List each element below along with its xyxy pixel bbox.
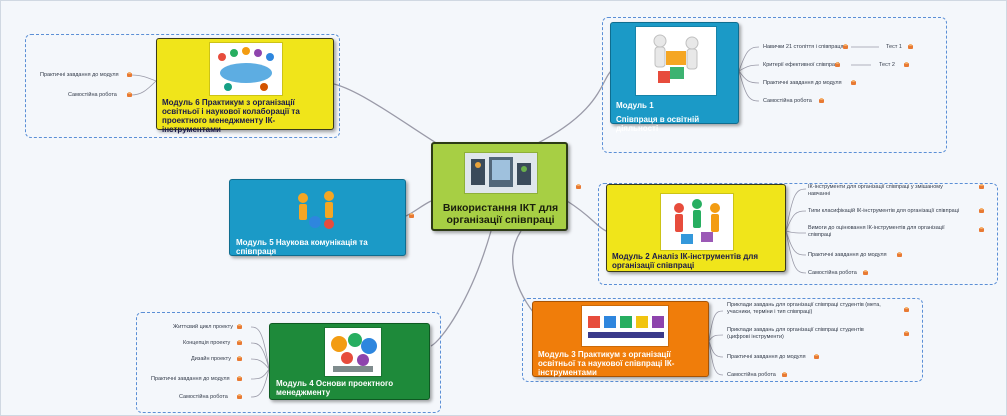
attachment-icon[interactable] [908, 44, 915, 49]
module6-node[interactable]: Модуль 6 Практикум з організації освітнь… [156, 38, 334, 134]
module3-item-4[interactable]: Самостійна робота [727, 372, 776, 378]
module1-item-2[interactable]: Критерії ефективної співпраці [763, 62, 840, 68]
team-puzzle-image [660, 193, 734, 251]
attachment-icon[interactable] [237, 376, 244, 381]
connector-module5 [405, 200, 432, 217]
module4-boundary [136, 312, 441, 413]
module6-item-2[interactable]: Самостійна робота [68, 92, 117, 98]
attachment-icon[interactable] [851, 80, 858, 85]
attachment-icon[interactable] [814, 354, 821, 359]
module2-item-4[interactable]: Практичні завдання до модуля [808, 252, 887, 258]
connector-module2 [566, 200, 607, 232]
attachment-icon[interactable] [576, 184, 583, 189]
module6-boundary [25, 34, 340, 138]
module2-item-5[interactable]: Самостійна робота [808, 270, 857, 276]
module3-item-3[interactable]: Практичні завдання до модуля [727, 354, 806, 360]
puzzle-people-image [635, 26, 717, 96]
attachment-icon[interactable] [979, 184, 986, 189]
digital-devices-image [464, 152, 538, 194]
module4-item-4[interactable]: Практичні завдання до модуля [151, 376, 230, 382]
attachment-icon[interactable] [819, 98, 826, 103]
module2-node[interactable]: Модуль 2 Аналіз ІК-інструментів для орга… [606, 184, 786, 272]
module2-item-3[interactable]: Вимоги до оцінювання ІК-інструментів для… [808, 225, 945, 238]
module1-title-line1: Модуль 1 [616, 101, 654, 110]
module3-item-2[interactable]: Приклади завдань для організації співпра… [727, 327, 864, 340]
module3-item-1[interactable]: Приклади завдань для організації співпра… [727, 302, 881, 315]
module1-item-1[interactable]: Навички 21 століття і співпраця [763, 44, 844, 50]
attachment-icon[interactable] [835, 62, 842, 67]
connector-module6 [333, 83, 442, 147]
attachment-icon[interactable] [897, 252, 904, 257]
central-title: Використання ІКТ для організації співпра… [442, 202, 559, 226]
attachment-icon[interactable] [409, 213, 416, 218]
module4-item-3[interactable]: Дизайн проекту [191, 356, 231, 362]
module4-item-1[interactable]: Життєвий цикл проекту [173, 324, 233, 330]
attachment-icon[interactable] [237, 394, 244, 399]
attachment-icon[interactable] [127, 92, 134, 97]
attachment-icon[interactable] [979, 208, 986, 213]
connector-module1 [535, 70, 612, 145]
attachment-icon[interactable] [904, 307, 911, 312]
teamwork-blocks-image [581, 305, 669, 347]
module5-node[interactable]: Модуль 5 Наукова комунікація та співпрац… [229, 179, 406, 256]
attachment-icon[interactable] [979, 227, 986, 232]
module2-boundary [598, 183, 998, 285]
attachment-icon[interactable] [904, 331, 911, 336]
module3-title: Модуль 3 Практикум з організації освітнь… [538, 350, 675, 377]
module4-title: Модуль 4 Основи проектного менеджменту [276, 379, 394, 397]
attachment-icon[interactable] [237, 356, 244, 361]
meeting-table-image [209, 42, 283, 96]
attachment-icon[interactable] [237, 340, 244, 345]
module4-item-5[interactable]: Самостійна робота [179, 394, 228, 400]
module1-item-4[interactable]: Самостійна робота [763, 98, 812, 104]
connector-module4 [430, 230, 492, 347]
module3-boundary [522, 298, 923, 382]
module1-test-1[interactable]: Тест 1 [886, 44, 902, 50]
module1-title-line2: Співпраця в освітній діяльності [616, 115, 700, 133]
module2-item-1[interactable]: ІК-інструменти для організації співпраці… [808, 184, 943, 197]
attachment-icon[interactable] [782, 372, 789, 377]
module1-node[interactable]: Модуль 1 Співпраця в освітній діяльності [610, 22, 739, 133]
attachment-icon[interactable] [843, 44, 850, 49]
module3-node[interactable]: Модуль 3 Практикум з організації освітнь… [532, 301, 709, 377]
module2-title: Модуль 2 Аналіз ІК-інструментів для орга… [612, 252, 759, 270]
people-gears-image [298, 191, 334, 229]
module2-item-2[interactable]: Типи класифікацій ІК-інструментів для ор… [808, 208, 960, 214]
module4-node[interactable]: Модуль 4 Основи проектного менеджменту [269, 323, 430, 400]
module4-item-2[interactable]: Концепція проекту [183, 340, 231, 346]
module1-test-2[interactable]: Тест 2 [879, 62, 895, 68]
attachment-icon[interactable] [863, 270, 870, 275]
module5-title: Модуль 5 Наукова комунікація та співпрац… [236, 238, 368, 256]
attachment-icon[interactable] [237, 324, 244, 329]
gears-people-image [324, 327, 382, 377]
attachment-icon[interactable] [127, 72, 134, 77]
attachment-icon[interactable] [904, 62, 911, 67]
central-topic[interactable]: Використання ІКТ для організації співпра… [431, 142, 581, 231]
module6-item-1[interactable]: Практичні завдання до модуля [40, 72, 119, 78]
module6-title: Модуль 6 Практикум з організації освітнь… [162, 98, 300, 134]
module1-item-3[interactable]: Практичні завдання до модуля [763, 80, 842, 86]
module1-boundary [602, 17, 947, 153]
